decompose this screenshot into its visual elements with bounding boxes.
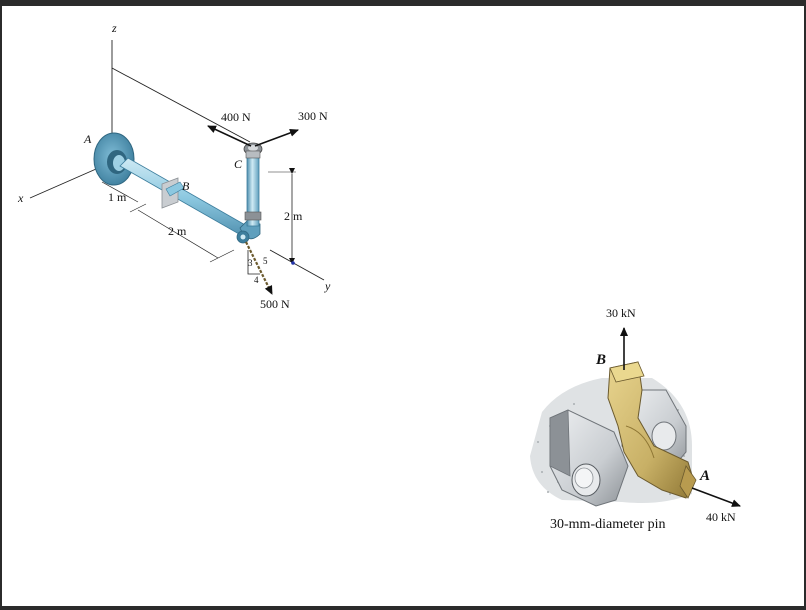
figure-canvas: z x y A B C 400 N 300 N 500 N 1 m 2 m 2 …: [2, 6, 804, 606]
force-40kn-arrow: [691, 487, 741, 507]
label-point-a-right: A: [699, 468, 710, 484]
label-force-40kn: 40 kN: [706, 510, 736, 524]
y-axis-front: [269, 249, 325, 281]
force-500-arrow: [245, 241, 273, 295]
label-point-b: B: [182, 179, 190, 193]
y-axis-back: [111, 67, 251, 143]
label-y-axis: y: [324, 279, 331, 293]
label-pin-caption: 30-mm-diameter pin: [550, 517, 665, 532]
dim-2m-line: [137, 209, 219, 259]
label-x-axis: x: [17, 191, 24, 205]
label-slope-4: 4: [254, 275, 259, 285]
dim-1m-line: [101, 181, 139, 203]
label-point-c: C: [234, 157, 243, 171]
label-point-b-right: B: [595, 352, 606, 368]
label-force-30kn: 30 kN: [606, 306, 636, 320]
label-point-a: A: [83, 132, 92, 146]
label-force-300: 300 N: [298, 109, 328, 123]
slope-triangle: [247, 250, 260, 275]
label-z-axis: z: [111, 21, 117, 35]
label-slope-5: 5: [263, 256, 268, 266]
label-dim-2m-vertical: 2 m: [284, 209, 303, 223]
label-slope-3: 3: [248, 258, 253, 268]
label-dim-2m-horizontal: 2 m: [168, 224, 187, 238]
label-dim-1m: 1 m: [108, 190, 127, 204]
force-400-arrow: [207, 125, 252, 147]
clevis-front-plate: [549, 409, 629, 507]
figure-svg: z x y A B C 400 N 300 N 500 N 1 m 2 m 2 …: [17, 21, 741, 532]
pipe-assembly-figure: z x y A B C 400 N 300 N 500 N 1 m 2 m 2 …: [17, 21, 331, 311]
force-300-arrow: [254, 129, 299, 147]
label-force-500: 500 N: [260, 297, 290, 311]
clevis-figure: 30 kN 40 kN B A 30-mm-diameter pin: [530, 306, 741, 532]
label-force-400: 400 N: [221, 110, 251, 124]
